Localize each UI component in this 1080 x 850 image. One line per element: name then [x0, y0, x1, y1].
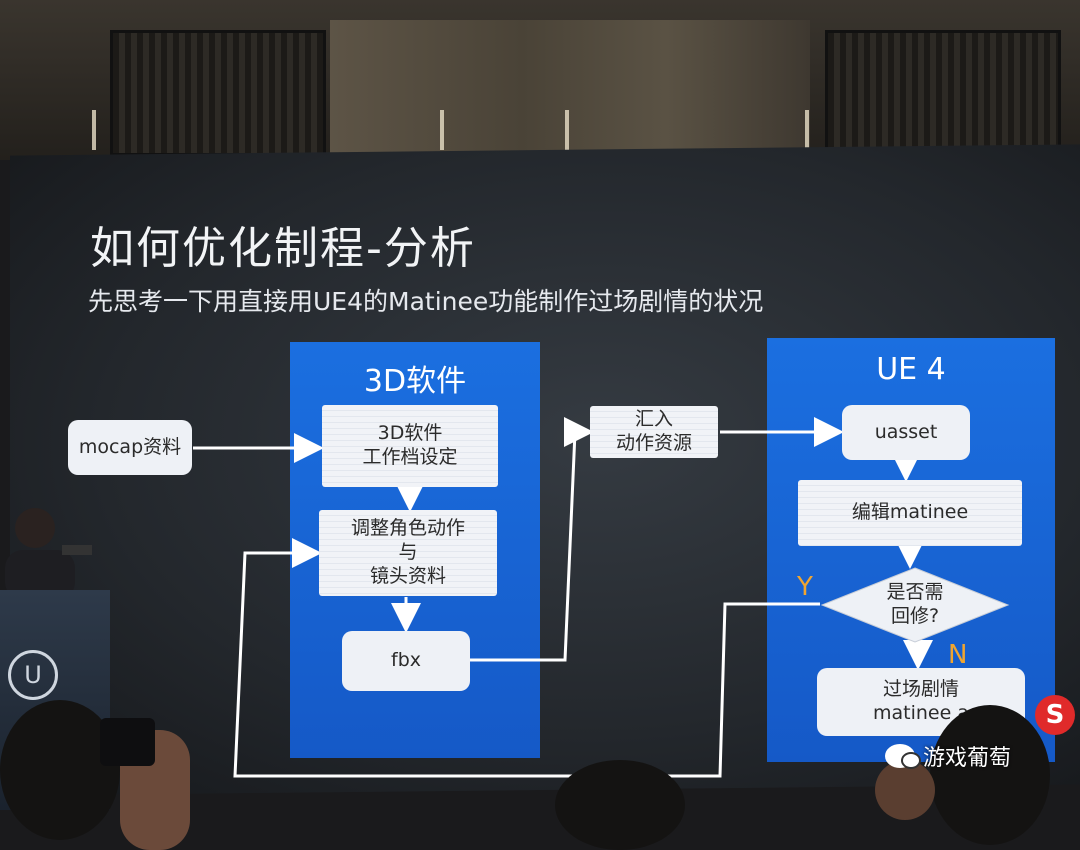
- unreal-logo-icon: U: [8, 650, 58, 700]
- audience-head: [930, 705, 1050, 845]
- node-adjust-line1: 调整角色动作: [351, 517, 465, 541]
- node-import-line1: 汇入: [635, 408, 673, 432]
- node-import: 汇入 动作资源: [590, 406, 718, 458]
- label-no: N: [948, 640, 967, 670]
- node-adjust-line2: 与: [398, 541, 417, 565]
- node-fbx: fbx: [342, 631, 470, 691]
- node-decision: 是否需 回修?: [860, 578, 970, 632]
- node-fbx-label: fbx: [391, 649, 421, 673]
- corner-logo-icon: S: [1035, 695, 1075, 735]
- phone: [100, 718, 155, 766]
- node-uasset-label: uasset: [875, 421, 938, 445]
- wechat-icon: [885, 744, 915, 768]
- node-adjust-line3: 镜头资料: [370, 565, 446, 589]
- node-mocap-label: mocap资料: [79, 436, 181, 460]
- node-settings-line2: 工作档设定: [362, 446, 457, 470]
- photo-scene: 如何优化制程-分析 先思考一下用直接用UE4的Matinee功能制作过场剧情的状…: [0, 0, 1080, 810]
- node-settings-line1: 3D软件: [378, 422, 443, 446]
- node-settings: 3D软件 工作档设定: [322, 405, 498, 487]
- label-yes: Y: [797, 572, 813, 602]
- watermark: 游戏葡萄: [885, 740, 1011, 772]
- node-edit-matinee-label: 编辑matinee: [852, 501, 968, 525]
- node-mocap: mocap资料: [68, 420, 192, 475]
- audience-head: [555, 760, 685, 850]
- node-adjust: 调整角色动作 与 镜头资料: [319, 510, 497, 596]
- watermark-text: 游戏葡萄: [923, 740, 1011, 772]
- presenter: [0, 500, 95, 600]
- node-decision-line2: 回修?: [891, 605, 939, 629]
- node-cutscene-line1: 过场剧情: [883, 678, 959, 702]
- node-import-line2: 动作资源: [616, 432, 692, 456]
- node-decision-line1: 是否需: [886, 581, 943, 605]
- node-edit-matinee: 编辑matinee: [798, 480, 1022, 546]
- node-uasset: uasset: [842, 405, 970, 460]
